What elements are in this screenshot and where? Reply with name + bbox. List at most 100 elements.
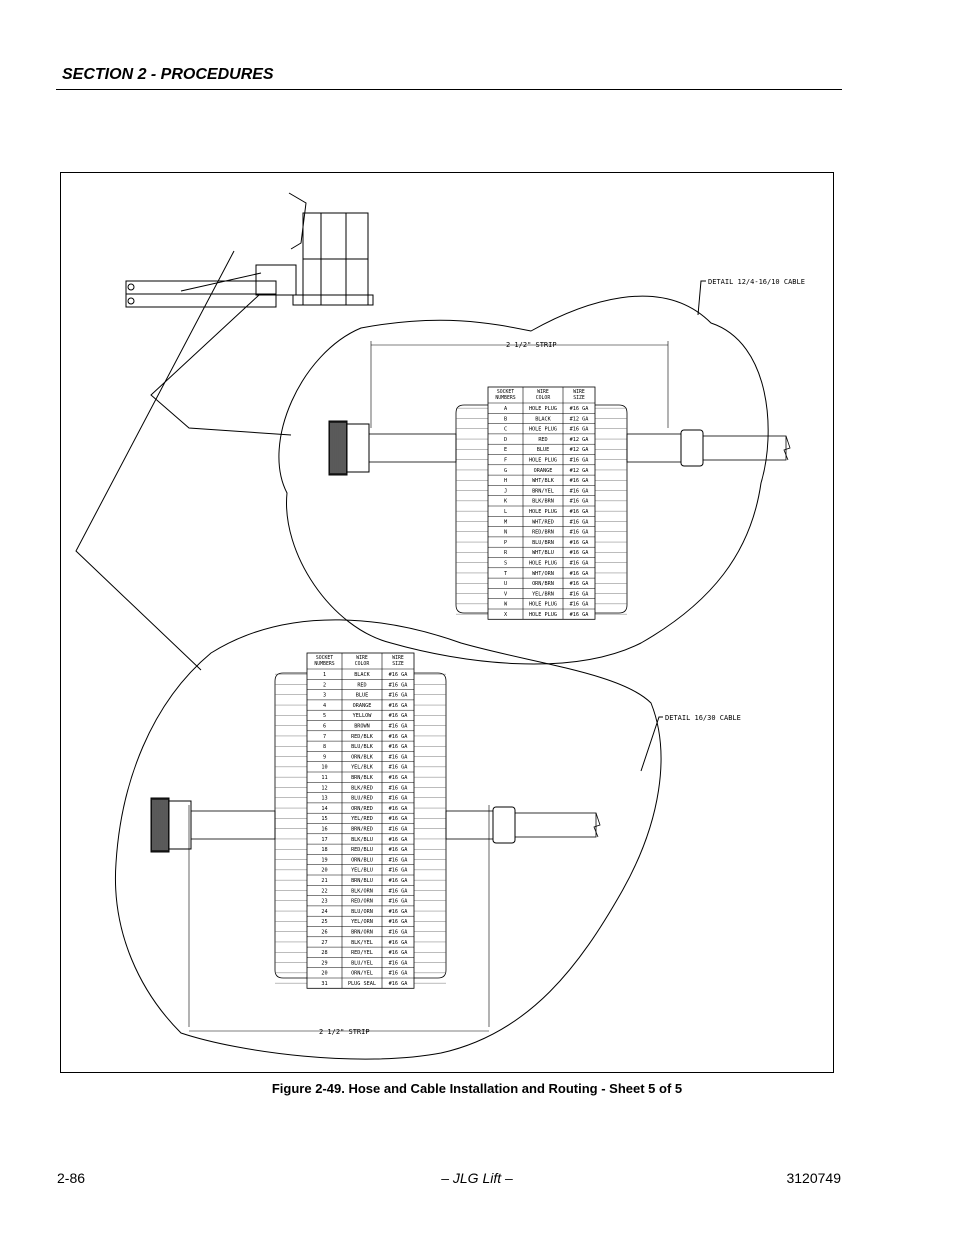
table-cell: #16 GA: [389, 724, 409, 730]
table-cell: R: [504, 550, 508, 556]
table-cell: C: [504, 427, 507, 433]
table-cell: 23: [321, 899, 327, 905]
detail-cloud-top: [278, 295, 769, 665]
table-header: NUMBERS: [495, 395, 515, 401]
table-cell: #16 GA: [389, 919, 409, 925]
table-cell: 16: [321, 827, 327, 833]
cable-trunk-right: [445, 810, 494, 840]
table-cell: HOLE PLUG: [529, 406, 557, 412]
table-cell: HOLE PLUG: [529, 509, 557, 515]
table-cell: BLU/BRN: [532, 540, 554, 546]
platform-sketch: [125, 192, 374, 308]
table-cell: RED/BLK: [351, 734, 374, 740]
table-cell: 31: [321, 981, 327, 987]
table-cell: ORN/BLU: [351, 857, 373, 863]
table-cell: HOLE PLUG: [529, 612, 557, 618]
table-header: SOCKET: [316, 655, 333, 661]
table-cell: #16 GA: [570, 499, 590, 505]
table-cell: #12 GA: [570, 447, 590, 453]
table-cell: 25: [321, 919, 327, 925]
table-cell: #16 GA: [389, 765, 409, 771]
table-cell: #16 GA: [389, 796, 409, 802]
harness-outline: [274, 672, 447, 979]
table-cell: #16 GA: [389, 744, 409, 750]
table-cell: #16 GA: [570, 550, 590, 556]
table-cell: YELLOW: [353, 713, 373, 719]
table-cell: 1: [323, 672, 326, 678]
table-cell: 8: [323, 744, 326, 750]
table-cell: A: [504, 406, 508, 412]
table-cell: #16 GA: [570, 478, 590, 484]
table-cell: 22: [321, 888, 327, 894]
table-cell: H: [504, 478, 507, 484]
table-cell: RED/YEL: [351, 950, 373, 956]
cable-clamp: [680, 429, 704, 467]
table-cell: N: [504, 530, 507, 536]
table-cell: #16 GA: [389, 950, 409, 956]
table-cell: G: [504, 468, 507, 474]
table-cell: RED: [538, 437, 547, 443]
table-cell: 20: [321, 971, 327, 977]
cable-trunk-left: [190, 810, 276, 840]
table-cell: HOLE PLUG: [529, 458, 557, 464]
table-cell: P: [504, 540, 507, 546]
table-cell: YEL/RED: [351, 816, 373, 822]
table-cell: WHT/ORN: [532, 571, 554, 577]
table-cell: 18: [321, 847, 327, 853]
table-cell: YEL/BLK: [351, 765, 374, 771]
detail-top-label: DETAIL 12/4-16/10 CABLE: [708, 278, 805, 286]
table-cell: 2: [323, 682, 326, 688]
table-header: SOCKET: [497, 389, 514, 395]
table-cell: #16 GA: [570, 581, 590, 587]
table-cell: D: [504, 437, 507, 443]
table-cell: ORN/YEL: [351, 971, 373, 977]
table-cell: WHT/BLU: [532, 550, 554, 556]
table-cell: #16 GA: [570, 530, 590, 536]
table-cell: #16 GA: [570, 519, 590, 525]
table-cell: BLK/BLU: [351, 837, 373, 843]
table-cell: BLK/YEL: [351, 940, 373, 946]
table-cell: ORANGE: [534, 468, 553, 474]
table-cell: BLK/RED: [351, 785, 373, 791]
table-cell: E: [504, 447, 507, 453]
table-cell: #16 GA: [389, 888, 409, 894]
table-cell: #12 GA: [570, 437, 590, 443]
table-cell: RED: [357, 682, 366, 688]
table-cell: BRN/BLU: [351, 878, 373, 884]
table-cell: BLU/YEL: [351, 960, 373, 966]
cable-clamp: [492, 806, 516, 844]
table-cell: RED/BRN: [532, 530, 554, 536]
table-cell: #16 GA: [389, 940, 409, 946]
cable-break: [593, 812, 601, 838]
table-cell: ORN/BLK: [351, 754, 374, 760]
table-header: COLOR: [355, 661, 370, 667]
table-cell: #16 GA: [389, 837, 409, 843]
connector-body: [168, 800, 192, 850]
table-cell: 7: [323, 734, 326, 740]
table-cell: 14: [321, 806, 327, 812]
table-cell: 9: [323, 754, 326, 760]
table-cell: #16 GA: [389, 878, 409, 884]
table-cell: YEL/ORN: [351, 919, 373, 925]
leader-lines: [75, 250, 706, 772]
header-rule: [56, 89, 842, 90]
table-cell: #16 GA: [570, 458, 590, 464]
table-cell: J: [504, 488, 507, 494]
section-title: SECTION 2 - PROCEDURES: [62, 66, 274, 83]
table-cell: HOLE PLUG: [529, 602, 557, 608]
table-cell: #16 GA: [570, 540, 590, 546]
wire-table: [306, 652, 415, 989]
table-header: WIRE: [392, 655, 404, 661]
table-cell: 29: [321, 960, 327, 966]
table-cell: #16 GA: [570, 591, 590, 597]
table-cell: HOLE PLUG: [529, 427, 557, 433]
table-cell: 13: [321, 796, 327, 802]
table-cell: BLU/RED: [351, 796, 373, 802]
connector-plug: [150, 797, 170, 853]
table-cell: #12 GA: [570, 416, 590, 422]
table-cell: 26: [321, 930, 327, 936]
table-cell: V: [504, 591, 507, 597]
